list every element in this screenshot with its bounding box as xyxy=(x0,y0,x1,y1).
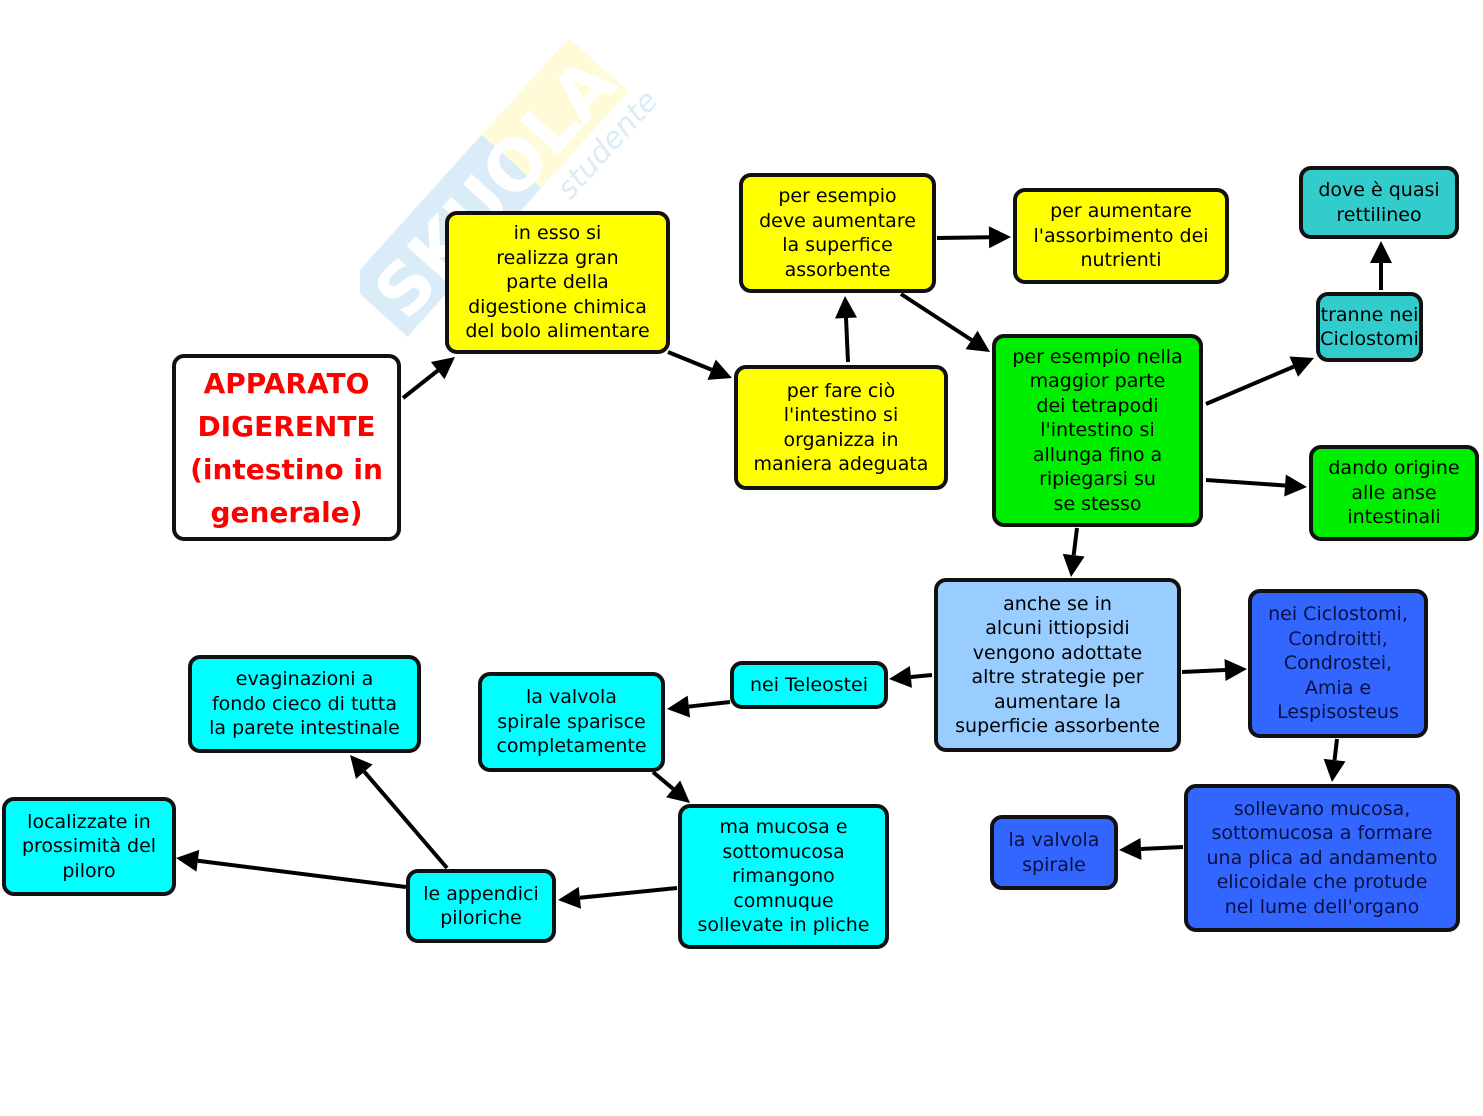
arrowhead-icon xyxy=(1323,758,1346,782)
connector-line xyxy=(1181,668,1226,674)
arrowhead-icon xyxy=(965,330,990,352)
arrowhead-icon xyxy=(558,886,581,909)
node-apparato-digerente: APPARATO DIGERENTE (intestino in general… xyxy=(172,354,401,541)
node-plica: sollevano mucosa, sottomucosa a formare … xyxy=(1184,784,1460,932)
node-valvola-spirale: la valvola spirale xyxy=(990,815,1118,890)
arrowhead-icon xyxy=(1224,659,1247,682)
arrowhead-icon xyxy=(1370,241,1392,263)
node-organizza: per fare ciò l'intestino si organizza in… xyxy=(734,365,948,490)
node-gruppi: nei Ciclostomi, Condroitti, Condrostei, … xyxy=(1248,589,1428,738)
connector-line xyxy=(651,770,675,791)
node-superficie: per esempio deve aumentare la superfice … xyxy=(739,173,936,293)
connector-line xyxy=(936,235,990,240)
node-rettilineo: dove è quasi rettilineo xyxy=(1299,166,1459,239)
connector-line xyxy=(844,317,850,363)
arrowhead-icon xyxy=(1062,553,1085,577)
node-anse: dando origine alle anse intestinali xyxy=(1309,445,1479,541)
connector-line xyxy=(688,700,731,709)
connector-line xyxy=(197,858,407,889)
connector-line xyxy=(1140,845,1184,851)
node-assorbimento: per aumentare l'assorbimento dei nutrien… xyxy=(1013,188,1229,284)
connector-line xyxy=(1071,527,1079,556)
connector-line xyxy=(1205,364,1295,406)
arrowhead-icon xyxy=(988,226,1011,249)
arrowhead-icon xyxy=(1284,474,1307,497)
node-appendici: le appendici piloriche xyxy=(406,869,556,943)
node-valvola-sparisce: la valvola spirale sparisce completament… xyxy=(478,672,665,772)
node-teleostei: nei Teleostei xyxy=(730,661,888,709)
watermark-logo: SKUOLA studente xyxy=(360,40,665,337)
arrowhead-icon xyxy=(176,849,200,872)
arrowhead-icon xyxy=(1119,837,1142,860)
connector-line xyxy=(910,673,933,679)
node-pliche: ma mucosa e sottomucosa rimangono comnuq… xyxy=(678,804,889,949)
arrowhead-icon xyxy=(666,780,690,803)
arrowhead-icon xyxy=(430,357,455,380)
arrowhead-icon xyxy=(1289,356,1314,377)
connector-line xyxy=(362,770,449,870)
connector-line xyxy=(899,292,973,342)
connector-line xyxy=(667,350,713,372)
node-tetrapodi: per esempio nella maggior parte dei tetr… xyxy=(992,334,1203,527)
connector-line xyxy=(401,369,439,400)
node-evaginazioni: evaginazioni a fondo cieco di tutta la p… xyxy=(188,655,421,753)
node-ittiopsidi: anche se in alcuni ittiopsidi vengono ad… xyxy=(934,578,1181,752)
connector-line xyxy=(579,886,678,900)
arrowhead-icon xyxy=(835,296,857,319)
node-ciclostomi: tranne nei Ciclostomi xyxy=(1316,292,1423,362)
connector-line xyxy=(1332,738,1339,761)
arrowhead-icon xyxy=(350,755,373,779)
connector-line xyxy=(1205,478,1286,488)
arrowhead-icon xyxy=(889,666,912,688)
node-piloro: localizzate in prossimità del piloro xyxy=(2,797,176,896)
arrowhead-icon xyxy=(707,359,732,380)
arrowhead-icon xyxy=(667,695,691,718)
node-digestione: in esso si realizza gran parte della dig… xyxy=(445,211,670,354)
